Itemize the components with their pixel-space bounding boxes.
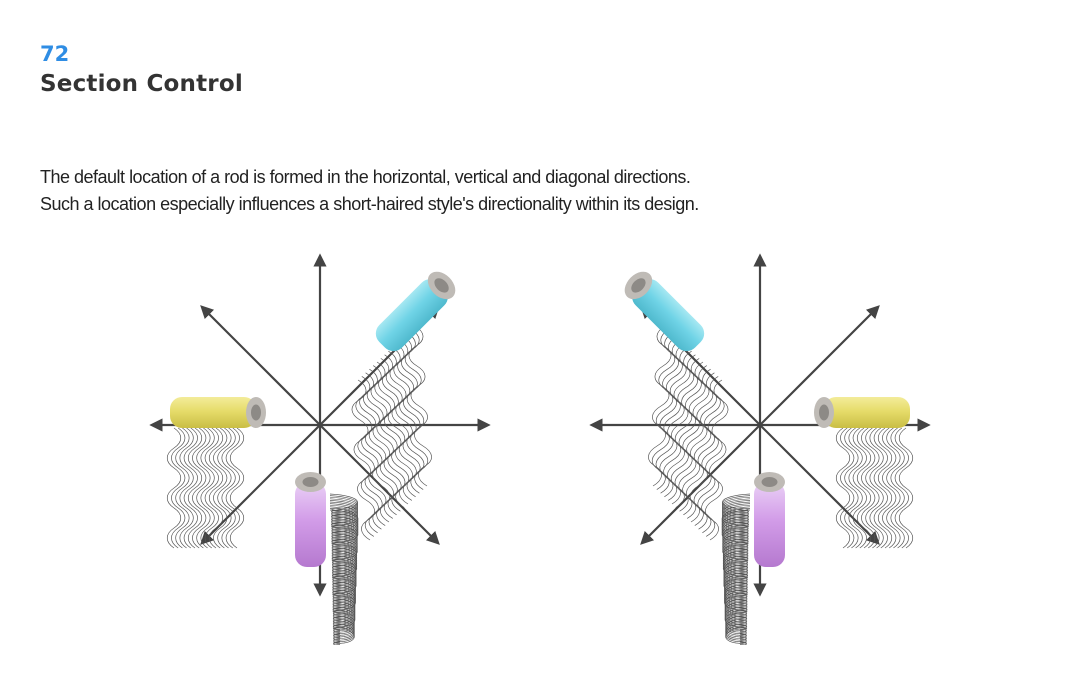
cyan-rod-diagonal — [624, 271, 705, 352]
hair-strands-horizontal — [166, 427, 245, 549]
purple-rod-body — [295, 482, 326, 567]
cyan-rod-diagonal — [375, 271, 456, 352]
page-title: Section Control — [40, 71, 243, 97]
right-direction-diagram — [580, 250, 940, 645]
hair-strands-horizontal — [835, 427, 914, 549]
page-number: 72 — [40, 42, 70, 66]
yellow-rod-horizontal — [170, 397, 266, 428]
hair-strands-diagonal — [351, 325, 432, 541]
left-direction-diagram — [140, 250, 500, 645]
yellow-rod-hole — [251, 404, 261, 421]
cyan-rod-hole — [631, 278, 646, 293]
hair-strands-vertical — [721, 493, 751, 645]
yellow-rod-hole — [819, 404, 829, 421]
purple-rod-body — [754, 482, 785, 567]
description-line-1: The default location of a rod is formed … — [40, 167, 691, 187]
hair-strands-vertical — [329, 493, 359, 645]
purple-rod-vertical — [754, 472, 785, 567]
yellow-rod-body — [824, 397, 910, 428]
purple-rod-hole — [761, 477, 778, 487]
hair-strands-diagonal — [648, 325, 729, 541]
cyan-rod-body — [632, 279, 705, 352]
purple-rod-vertical — [295, 472, 326, 567]
rods — [170, 271, 456, 567]
description: The default location of a rod is formed … — [40, 164, 800, 218]
yellow-rod-body — [170, 397, 256, 428]
left-diagram-svg — [149, 253, 491, 645]
right-diagram-svg — [589, 253, 931, 645]
rods — [624, 271, 910, 567]
description-line-2: Such a location especially influences a … — [40, 194, 699, 214]
purple-rod-hole — [302, 477, 319, 487]
cyan-rod-body — [375, 279, 448, 352]
cyan-rod-hole — [434, 278, 449, 293]
yellow-rod-horizontal — [814, 397, 910, 428]
